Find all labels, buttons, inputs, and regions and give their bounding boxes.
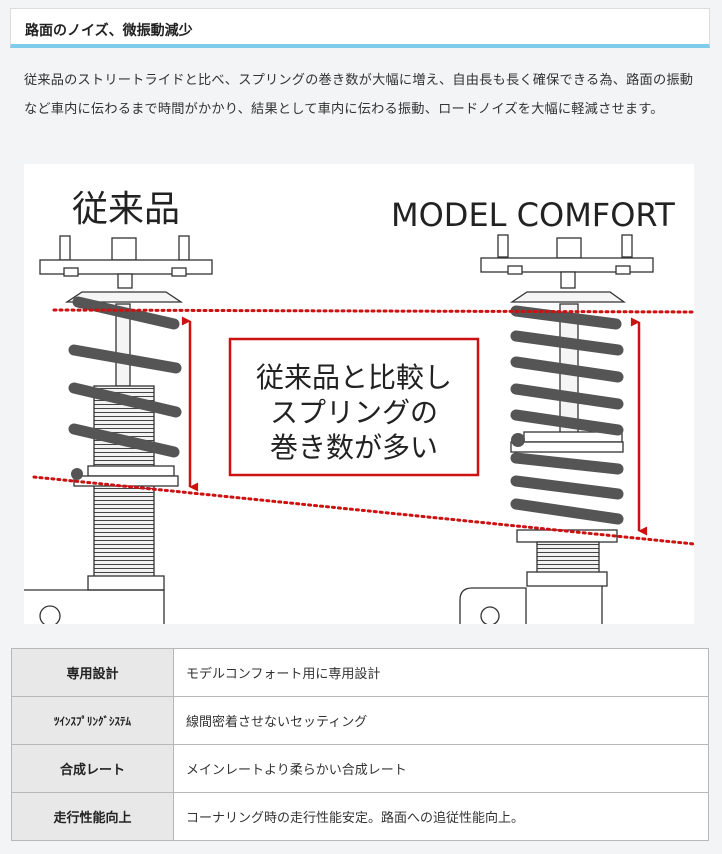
callout-line-1: 従来品と比較し: [256, 361, 452, 394]
spec-value: モデルコンフォート用に専用設計: [173, 648, 709, 697]
callout-line-3: 巻き数が多い: [270, 431, 438, 464]
spec-key: 走行性能向上: [11, 792, 174, 841]
description-text: 従来品のストリートライドと比べ、スプリングの巻き数が大幅に増え、自由長も長く確保…: [24, 73, 694, 117]
spec-value: コーナリング時の走行性能安定。路面への追従性能向上。: [173, 792, 709, 841]
spec-key: 専用設計: [11, 648, 174, 697]
section-title: 路面のノイズ、微振動減少: [25, 23, 193, 39]
comparison-figure: 従来品 MODEL COMFORT: [24, 164, 694, 624]
comparison-diagram: 従来品 MODEL COMFORT: [24, 189, 694, 624]
callout-box: [228, 337, 480, 477]
spec-value: メインレートより柔らかい合成レート: [173, 744, 709, 793]
table-row: ﾂｲﾝｽﾌﾟﾘﾝｸﾞｼｽﾃﾑ 線間密着させないセッティング: [11, 696, 709, 745]
label-conventional: 従来品: [72, 189, 180, 230]
model-comfort-spring: [510, 305, 624, 525]
conventional-spring: [68, 296, 182, 458]
table-row: 専用設計 モデルコンフォート用に専用設計: [11, 648, 709, 697]
spec-value: 線間密着させないセッティング: [173, 696, 709, 745]
table-row: 走行性能向上 コーナリング時の走行性能安定。路面への追従性能向上。: [11, 792, 709, 841]
label-model-comfort: MODEL COMFORT: [391, 196, 675, 234]
callout-line-2: スプリングの: [270, 396, 438, 429]
spec-table: 専用設計 モデルコンフォート用に専用設計 ﾂｲﾝｽﾌﾟﾘﾝｸﾞｼｽﾃﾑ 線間密着…: [11, 648, 709, 841]
section-header: 路面のノイズ、微振動減少: [10, 8, 710, 48]
model-comfort-damper: [459, 234, 654, 624]
conventional-damper: [24, 235, 213, 624]
spec-key: 合成レート: [11, 744, 174, 793]
table-row: 合成レート メインレートより柔らかい合成レート: [11, 744, 709, 793]
reference-lines: [32, 308, 694, 546]
spec-key: ﾂｲﾝｽﾌﾟﾘﾝｸﾞｼｽﾃﾑ: [11, 696, 174, 745]
